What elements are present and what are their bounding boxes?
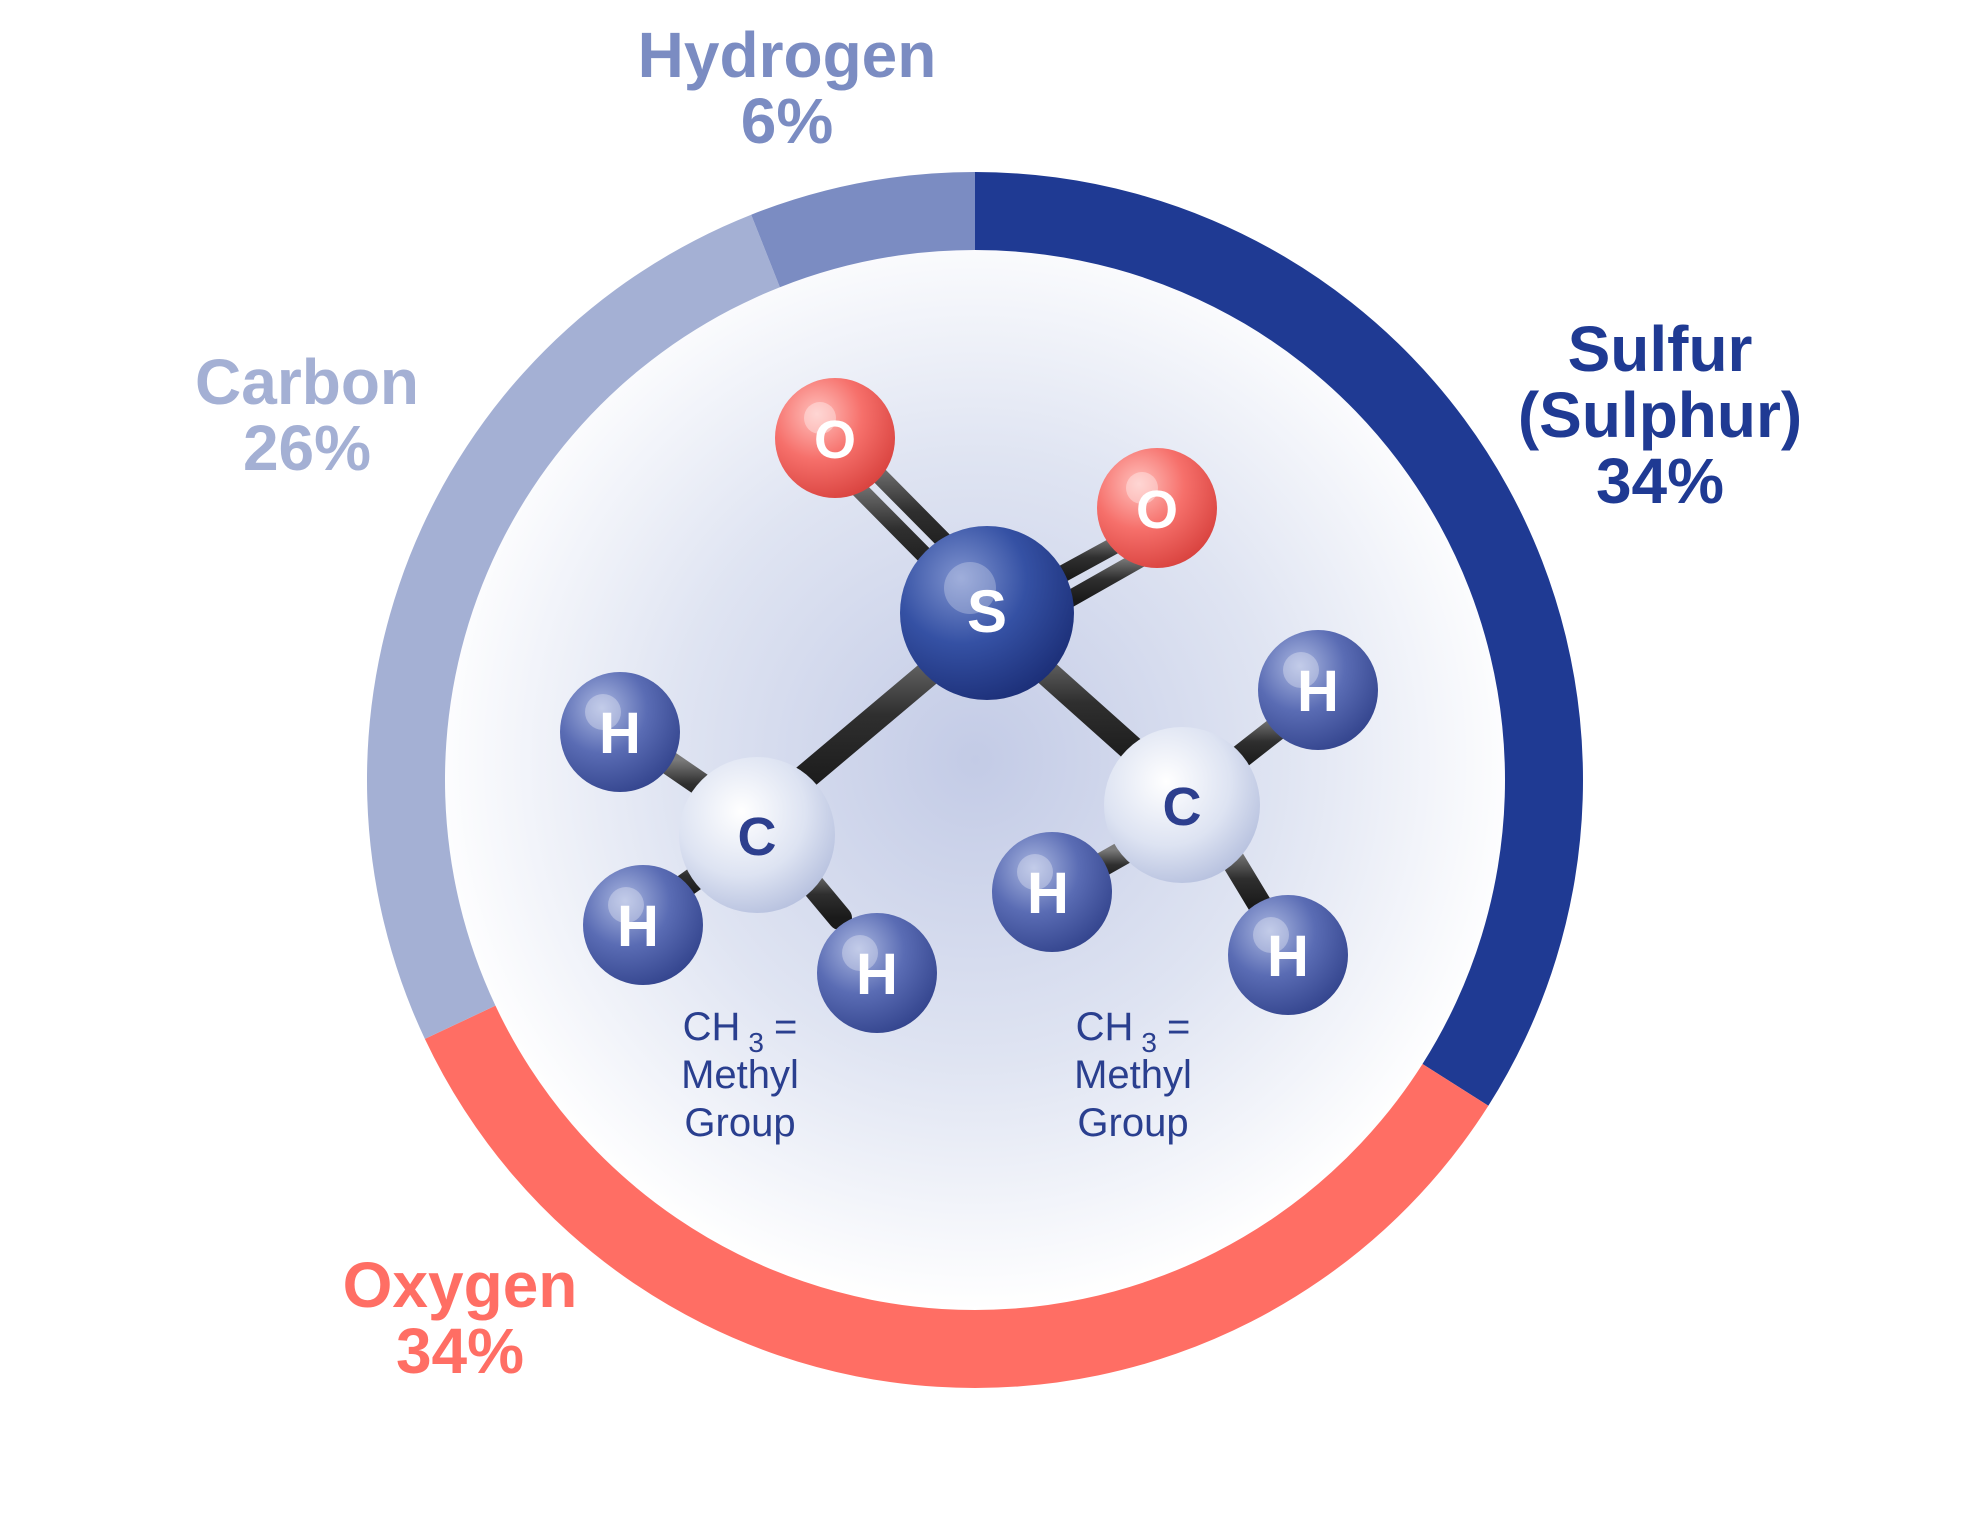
slice-value-label-sulfur-sulphur: 34% bbox=[1596, 445, 1724, 517]
molecule-halo bbox=[425, 210, 1525, 1310]
atom-hydrogen-1: H bbox=[560, 672, 680, 792]
donut-ring bbox=[366, 172, 1583, 1388]
svg-text:CH3=: CH3 = bbox=[1076, 1005, 1191, 1058]
atom-oxygen-2: O bbox=[1097, 448, 1217, 568]
atom-hydrogen-4: H bbox=[1258, 630, 1378, 750]
atom-label-carbon-2: C bbox=[1163, 777, 1202, 837]
donut-slice-oxygen bbox=[424, 1005, 1489, 1388]
atom-hydrogen-5: H bbox=[992, 832, 1112, 952]
atom-hydrogen-6: H bbox=[1228, 895, 1348, 1015]
atom-label-sulfur: S bbox=[967, 578, 1007, 645]
atom-label-oxygen-2: O bbox=[1136, 480, 1178, 540]
slice-value-label-carbon: 26% bbox=[243, 412, 371, 484]
caption-equals: = bbox=[774, 1005, 797, 1049]
bond-s-o2-b bbox=[1059, 549, 1151, 609]
caption-formula-sub: 3 bbox=[748, 1027, 764, 1058]
caption-line2: Methyl bbox=[1074, 1053, 1192, 1097]
atom-carbon-1: C bbox=[679, 757, 835, 913]
atom-label-hydrogen-4: H bbox=[1297, 659, 1339, 724]
donut-slice-hydrogen bbox=[751, 172, 975, 288]
caption-line3: Group bbox=[1077, 1101, 1188, 1145]
caption-formula: CH bbox=[683, 1005, 741, 1049]
caption-line2: Methyl bbox=[681, 1053, 799, 1097]
atom-hydrogen-3: H bbox=[817, 913, 937, 1033]
atom-oxygen-1: O bbox=[775, 378, 895, 498]
caption-equals: = bbox=[1167, 1005, 1190, 1049]
slice-name-label-hydrogen: Hydrogen bbox=[638, 19, 937, 91]
caption-line3: Group bbox=[684, 1101, 795, 1145]
atom-label-oxygen-1: O bbox=[814, 410, 856, 470]
atom-label-hydrogen-6: H bbox=[1267, 924, 1309, 989]
svg-text:CH3=: CH3 = bbox=[683, 1005, 798, 1058]
molecule-diagram: O O S H H H C bbox=[560, 378, 1378, 1145]
segment-labels: Sulfur(Sulphur)34%Oxygen34%Carbon26%Hydr… bbox=[195, 19, 1802, 1387]
atom-label-hydrogen-3: H bbox=[856, 942, 898, 1007]
atom-carbon-2: C bbox=[1104, 727, 1260, 883]
slice-name-label-sulfur-sulphur: Sulfur bbox=[1568, 313, 1753, 385]
caption-formula-sub: 3 bbox=[1141, 1027, 1157, 1058]
donut-slice-sulfur-sulphur bbox=[975, 172, 1583, 1106]
atom-label-hydrogen-1: H bbox=[599, 701, 641, 766]
caption-formula: CH bbox=[1076, 1005, 1134, 1049]
atom-sulfur: S bbox=[900, 526, 1074, 700]
atom-label-carbon-1: C bbox=[738, 807, 777, 867]
slice-value-label-oxygen: 34% bbox=[396, 1315, 524, 1387]
atom-hydrogen-2: H bbox=[583, 865, 703, 985]
atom-label-hydrogen-2: H bbox=[617, 894, 659, 959]
slice-value-label-hydrogen: 6% bbox=[741, 85, 834, 157]
slice-name-label-oxygen: Oxygen bbox=[343, 1249, 578, 1321]
slice-name-label-sulfur-sulphur: (Sulphur) bbox=[1518, 379, 1802, 451]
slice-name-label-carbon: Carbon bbox=[195, 346, 419, 418]
atom-label-hydrogen-5: H bbox=[1027, 861, 1069, 926]
donut-slice-carbon bbox=[366, 214, 780, 1039]
